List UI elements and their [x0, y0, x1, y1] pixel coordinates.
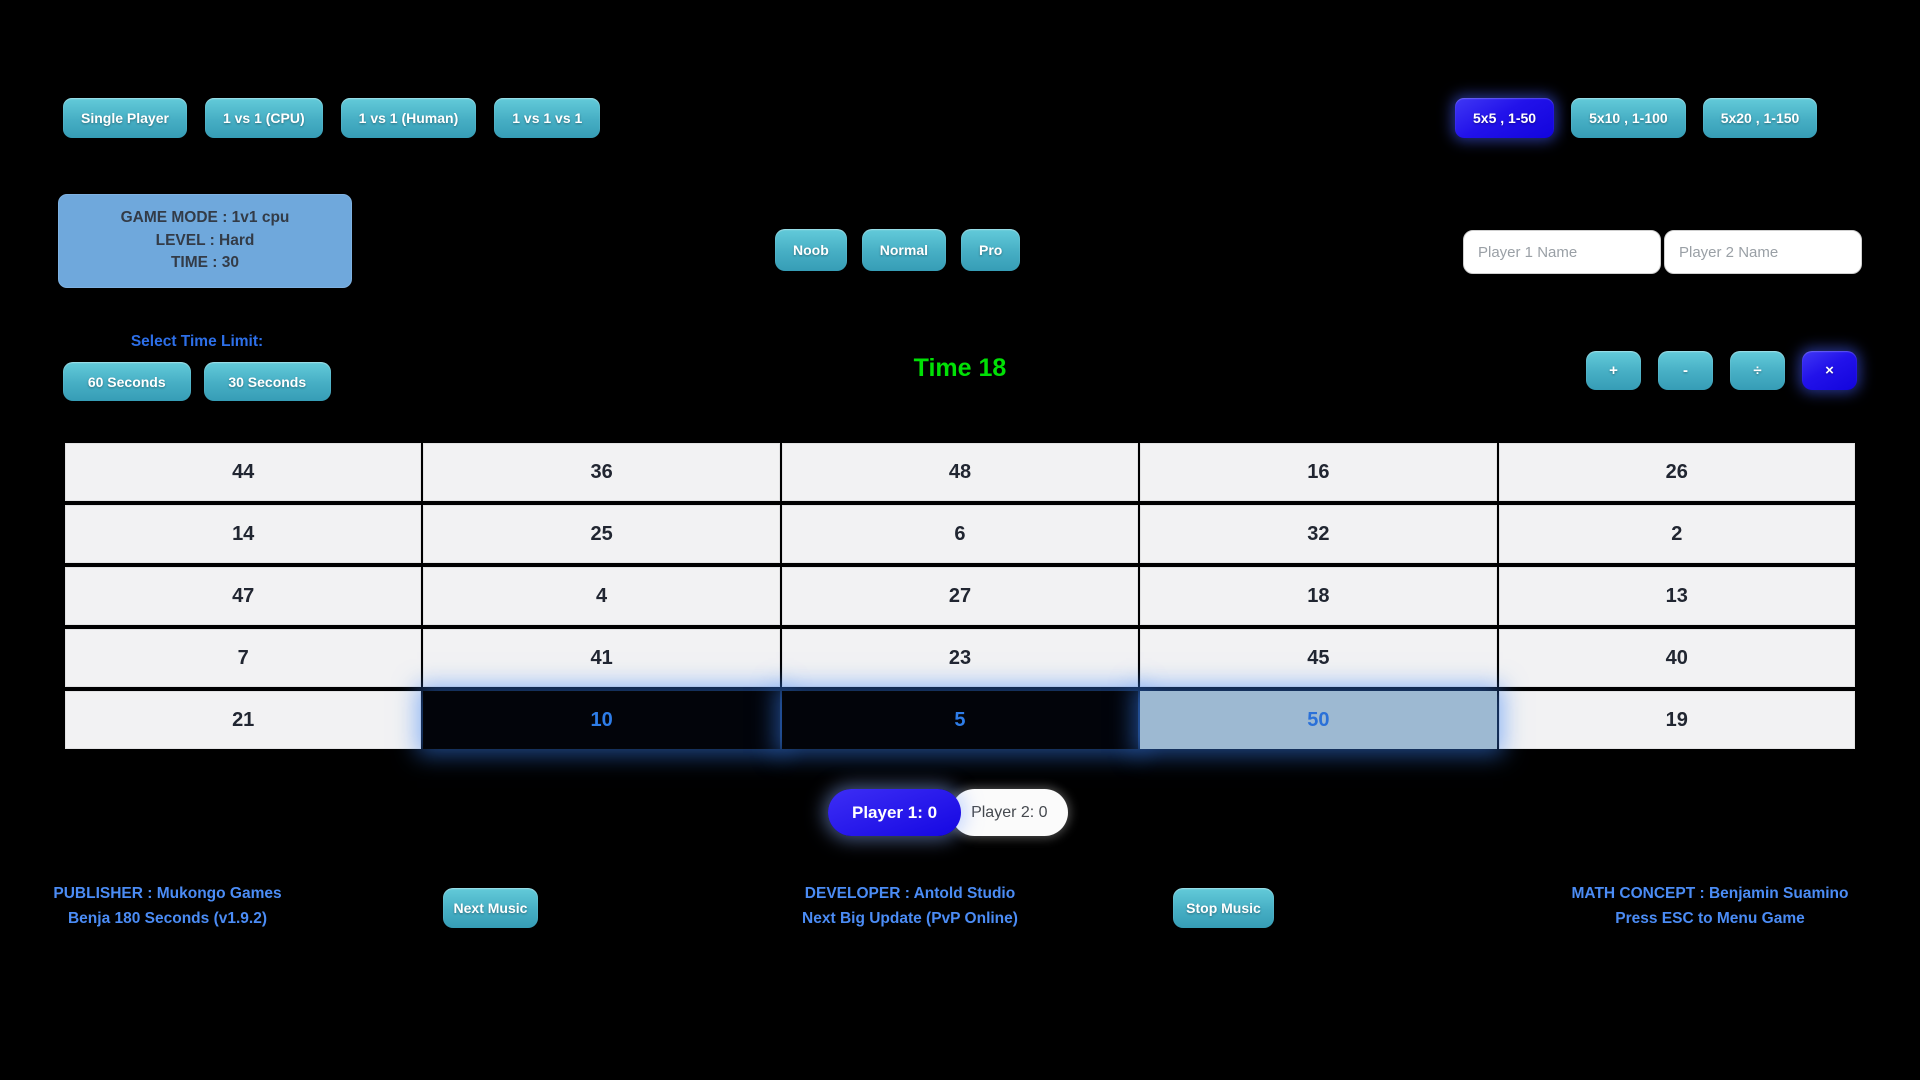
grid-cell[interactable]: 7 — [65, 629, 422, 687]
difficulty-pro-button[interactable]: Pro — [961, 229, 1021, 271]
stop-music-button[interactable]: Stop Music — [1173, 888, 1274, 928]
divide-operation-button[interactable]: ÷ — [1730, 351, 1785, 390]
grid-cell[interactable]: 10 — [423, 691, 780, 749]
player-1-name-input[interactable] — [1463, 230, 1661, 274]
time-limit-60-button[interactable]: 60 Seconds — [63, 362, 191, 401]
grid-cell[interactable]: 19 — [1498, 691, 1855, 749]
grid-cell[interactable]: 45 — [1140, 629, 1497, 687]
next-music-button[interactable]: Next Music — [443, 888, 538, 928]
grid-cell[interactable]: 26 — [1498, 443, 1855, 501]
game-info-box: GAME MODE : 1v1 cpu LEVEL : Hard TIME : … — [58, 194, 352, 288]
time-limit-label: Select Time Limit: — [130, 333, 264, 350]
grid-cell[interactable]: 25 — [423, 505, 780, 563]
difficulty-normal-button[interactable]: Normal — [861, 229, 946, 271]
time-limit-section: Select Time Limit: 60 Seconds 30 Seconds — [63, 333, 331, 401]
grid-cell[interactable]: 14 — [65, 505, 422, 563]
game-mode-text: GAME MODE : 1v1 cpu — [120, 209, 290, 227]
one-vs-one-cpu-button[interactable]: 1 vs 1 (CPU) — [204, 98, 323, 138]
grid-cell[interactable]: 47 — [65, 567, 422, 625]
one-vs-one-human-button[interactable]: 1 vs 1 (Human) — [340, 98, 477, 138]
grid-cell[interactable]: 4 — [423, 567, 780, 625]
grid-cell[interactable]: 50 — [1140, 691, 1497, 749]
one-vs-one-vs-one-button[interactable]: 1 vs 1 vs 1 — [494, 98, 601, 138]
player-2-name-input[interactable] — [1664, 230, 1862, 274]
single-player-button[interactable]: Single Player — [63, 98, 187, 138]
countdown-timer: Time 18 — [913, 354, 1007, 382]
grid-size-5x5-button[interactable]: 5x5 , 1-50 — [1455, 98, 1555, 138]
grid-cell[interactable]: 27 — [781, 567, 1139, 625]
grid-cell[interactable]: 18 — [1140, 567, 1497, 625]
time-text: TIME : 30 — [170, 254, 240, 272]
grid-cell[interactable]: 48 — [781, 443, 1139, 501]
grid-size-button-row: 5x5 , 1-50 5x10 , 1-100 5x20 , 1-150 — [1455, 98, 1818, 138]
difficulty-noob-button[interactable]: Noob — [775, 229, 847, 271]
version-line: Benja 180 Seconds (v1.9.2) — [67, 909, 267, 927]
grid-cell[interactable]: 5 — [781, 691, 1139, 749]
update-line: Next Big Update (PvP Online) — [802, 909, 1018, 927]
grid-cell[interactable]: 23 — [781, 629, 1139, 687]
plus-operation-button[interactable]: + — [1586, 351, 1641, 390]
game-mode-button-row: Single Player 1 vs 1 (CPU) 1 vs 1 (Human… — [63, 98, 601, 138]
grid-cell[interactable]: 21 — [65, 691, 422, 749]
player-2-score-button[interactable]: Player 2: 0 — [951, 789, 1068, 836]
minus-operation-button[interactable]: - — [1658, 351, 1713, 390]
publisher-info: PUBLISHER : Mukongo Games Benja 180 Seco… — [40, 882, 295, 932]
grid-size-5x20-button[interactable]: 5x20 , 1-150 — [1702, 98, 1818, 138]
player-1-score-button[interactable]: Player 1: 0 — [828, 789, 962, 836]
grid-cell[interactable]: 40 — [1498, 629, 1855, 687]
player-name-inputs — [1463, 230, 1862, 274]
grid-cell[interactable]: 41 — [423, 629, 780, 687]
level-text: LEVEL : Hard — [155, 231, 255, 249]
grid-cell[interactable]: 44 — [65, 443, 422, 501]
operation-button-row: + - ÷ × — [1586, 351, 1857, 390]
multiply-operation-button[interactable]: × — [1802, 351, 1857, 390]
developer-info: DEVELOPER : Antold Studio Next Big Updat… — [782, 882, 1038, 932]
time-limit-30-button[interactable]: 30 Seconds — [203, 362, 331, 401]
math-concept-line: MATH CONCEPT : Benjamin Suamino — [1571, 885, 1849, 902]
grid-cell[interactable]: 2 — [1498, 505, 1855, 563]
difficulty-button-row: Noob Normal Pro — [775, 229, 1021, 271]
math-concept-info: MATH CONCEPT : Benjamin Suamino Press ES… — [1560, 882, 1860, 932]
publisher-line: PUBLISHER : Mukongo Games — [53, 885, 282, 902]
developer-line: DEVELOPER : Antold Studio — [804, 885, 1016, 902]
grid-cell[interactable]: 36 — [423, 443, 780, 501]
grid-cell[interactable]: 32 — [1140, 505, 1497, 563]
score-row: Player 1: 0 Player 2: 0 — [828, 789, 1068, 836]
grid-cell[interactable]: 6 — [781, 505, 1139, 563]
grid-cell[interactable]: 13 — [1498, 567, 1855, 625]
esc-hint-line: Press ESC to Menu Game — [1615, 909, 1805, 927]
grid-cell[interactable]: 16 — [1140, 443, 1497, 501]
grid-size-5x10-button[interactable]: 5x10 , 1-100 — [1571, 98, 1686, 138]
